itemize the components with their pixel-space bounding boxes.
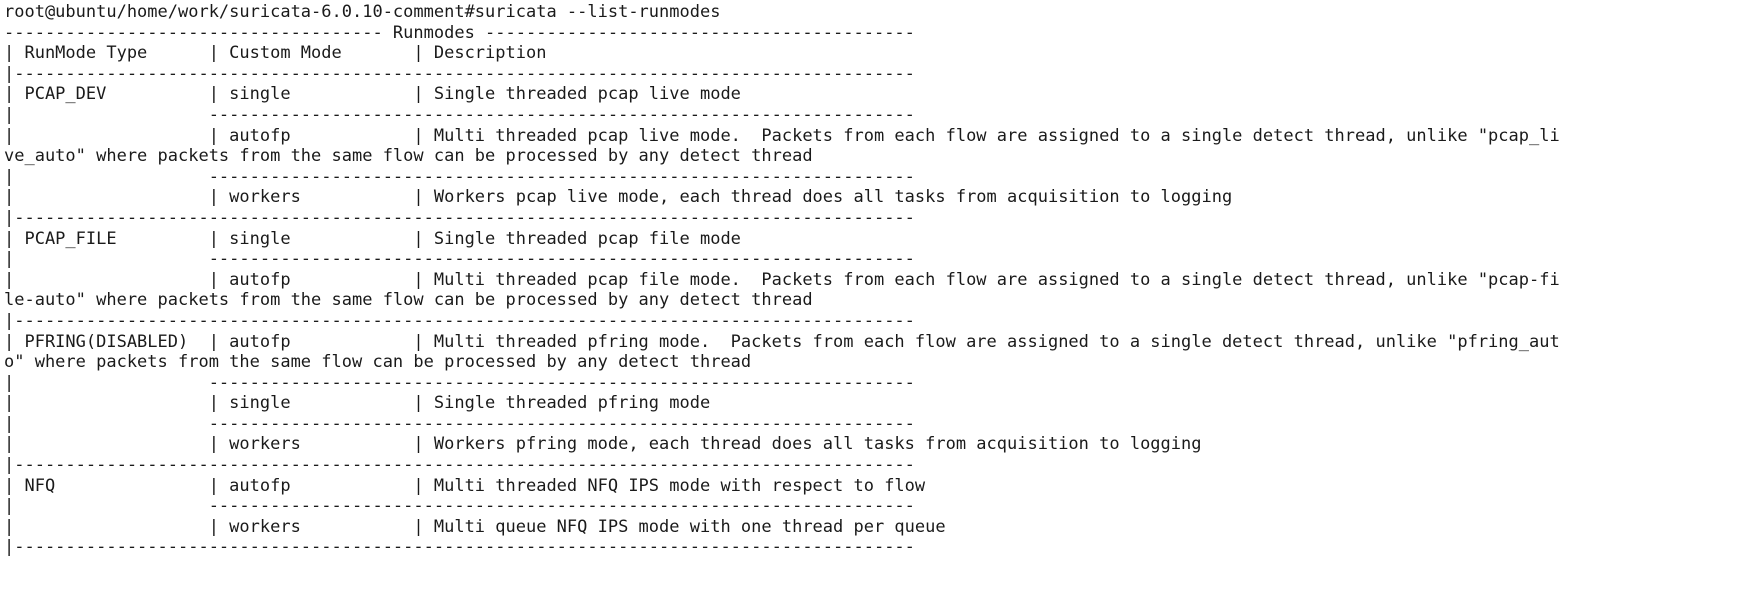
terminal-line: | PCAP_DEV | single | Single threaded pc… xyxy=(4,84,741,105)
terminal-line: |---------------------------------------… xyxy=(4,63,915,84)
terminal-line: ve_auto" where packets from the same flo… xyxy=(4,146,813,167)
terminal-line: | --------------------------------------… xyxy=(4,372,915,393)
terminal-line: | | autofp | Multi threaded pcap live mo… xyxy=(4,125,1560,146)
terminal-line: | | workers | Workers pfring mode, each … xyxy=(4,434,1202,455)
terminal-line: root@ubuntu/home/work/suricata-6.0.10-co… xyxy=(4,2,721,22)
terminal-line: | | autofp | Multi threaded pcap file mo… xyxy=(4,269,1560,290)
terminal-line: | --------------------------------------… xyxy=(4,496,915,517)
terminal-line: |---------------------------------------… xyxy=(4,207,915,228)
terminal-line: | PFRING(DISABLED) | autofp | Multi thre… xyxy=(4,331,1560,352)
terminal-line: | PCAP_FILE | single | Single threaded p… xyxy=(4,228,741,249)
terminal-line: |---------------------------------------… xyxy=(4,455,915,476)
terminal-line: | --------------------------------------… xyxy=(4,104,915,125)
terminal-line: o" where packets from the same flow can … xyxy=(4,352,752,373)
terminal-line: | NFQ | autofp | Multi threaded NFQ IPS … xyxy=(4,475,926,496)
terminal-line: | RunMode Type | Custom Mode | Descripti… xyxy=(4,43,547,64)
terminal-line: | | workers | Multi queue NFQ IPS mode w… xyxy=(4,516,946,537)
terminal-line: | --------------------------------------… xyxy=(4,249,915,270)
terminal-line: |---------------------------------------… xyxy=(4,537,915,558)
terminal-line: |---------------------------------------… xyxy=(4,310,915,331)
terminal-line: | --------------------------------------… xyxy=(4,166,915,187)
terminal-line: | --------------------------------------… xyxy=(4,413,915,434)
terminal-line: | | workers | Workers pcap live mode, ea… xyxy=(4,187,1233,208)
terminal-line: | | single | Single threaded pfring mode xyxy=(4,393,711,414)
terminal-line: ------------------------------------- Ru… xyxy=(4,22,915,43)
terminal-line: le-auto" where packets from the same flo… xyxy=(4,290,813,311)
